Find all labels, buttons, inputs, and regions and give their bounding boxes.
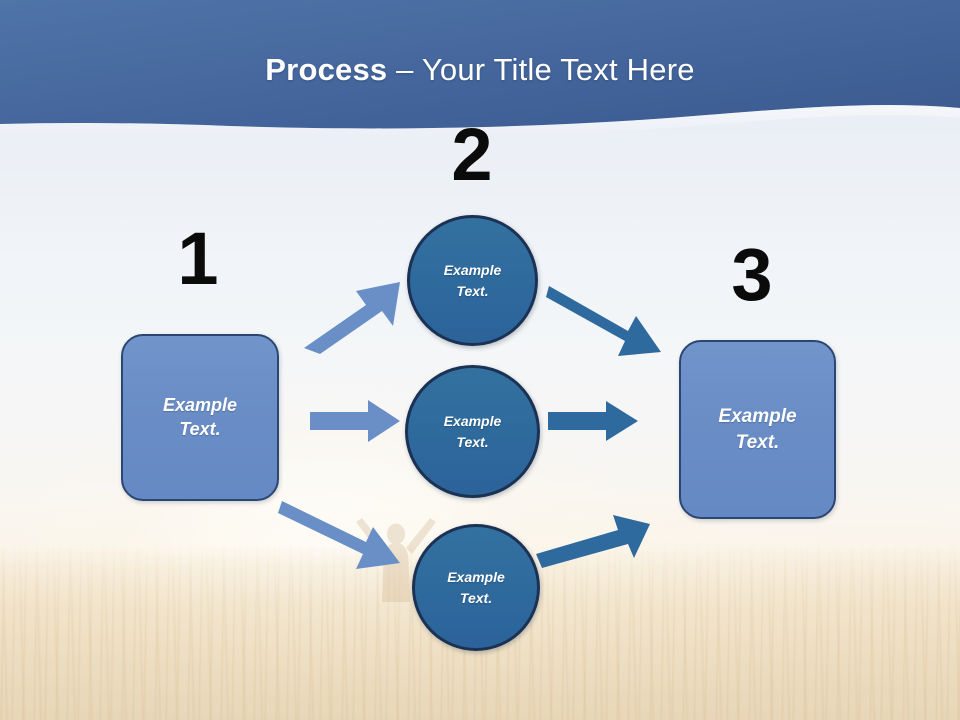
process-circle-bottom[interactable]: Example Text. bbox=[412, 524, 540, 651]
process-circle-top[interactable]: Example Text. bbox=[407, 215, 538, 346]
process-box-right[interactable]: Example Text. bbox=[679, 340, 836, 519]
arrow-top-to-right bbox=[546, 286, 661, 356]
stage-number-2: 2 bbox=[451, 113, 493, 196]
process-box-left[interactable]: Example Text. bbox=[121, 334, 279, 501]
page-title: Process – Your Title Text Here bbox=[0, 52, 960, 88]
arrow-left-to-top bbox=[304, 282, 400, 354]
arrow-bottom-to-right bbox=[536, 515, 650, 568]
page-title-separator: – bbox=[387, 52, 422, 87]
arrow-left-to-bottom bbox=[278, 501, 400, 569]
process-box-left-label: Example Text. bbox=[162, 394, 238, 439]
stage-number-1: 1 bbox=[177, 217, 219, 300]
process-circle-middle[interactable]: Example Text. bbox=[405, 365, 540, 498]
process-circle-top-label: Example Text. bbox=[443, 262, 502, 299]
header-banner bbox=[0, 0, 960, 139]
page-title-rest: Your Title Text Here bbox=[421, 52, 695, 87]
process-circle-bottom-label: Example Text. bbox=[447, 569, 505, 606]
process-box-right-label: Example Text. bbox=[718, 406, 797, 453]
arrow-left-to-middle bbox=[310, 400, 400, 442]
process-circle-middle-label: Example Text. bbox=[443, 413, 502, 450]
arrow-middle-to-right bbox=[548, 401, 638, 441]
page-title-bold: Process bbox=[265, 52, 388, 87]
stage-number-3: 3 bbox=[731, 233, 773, 316]
